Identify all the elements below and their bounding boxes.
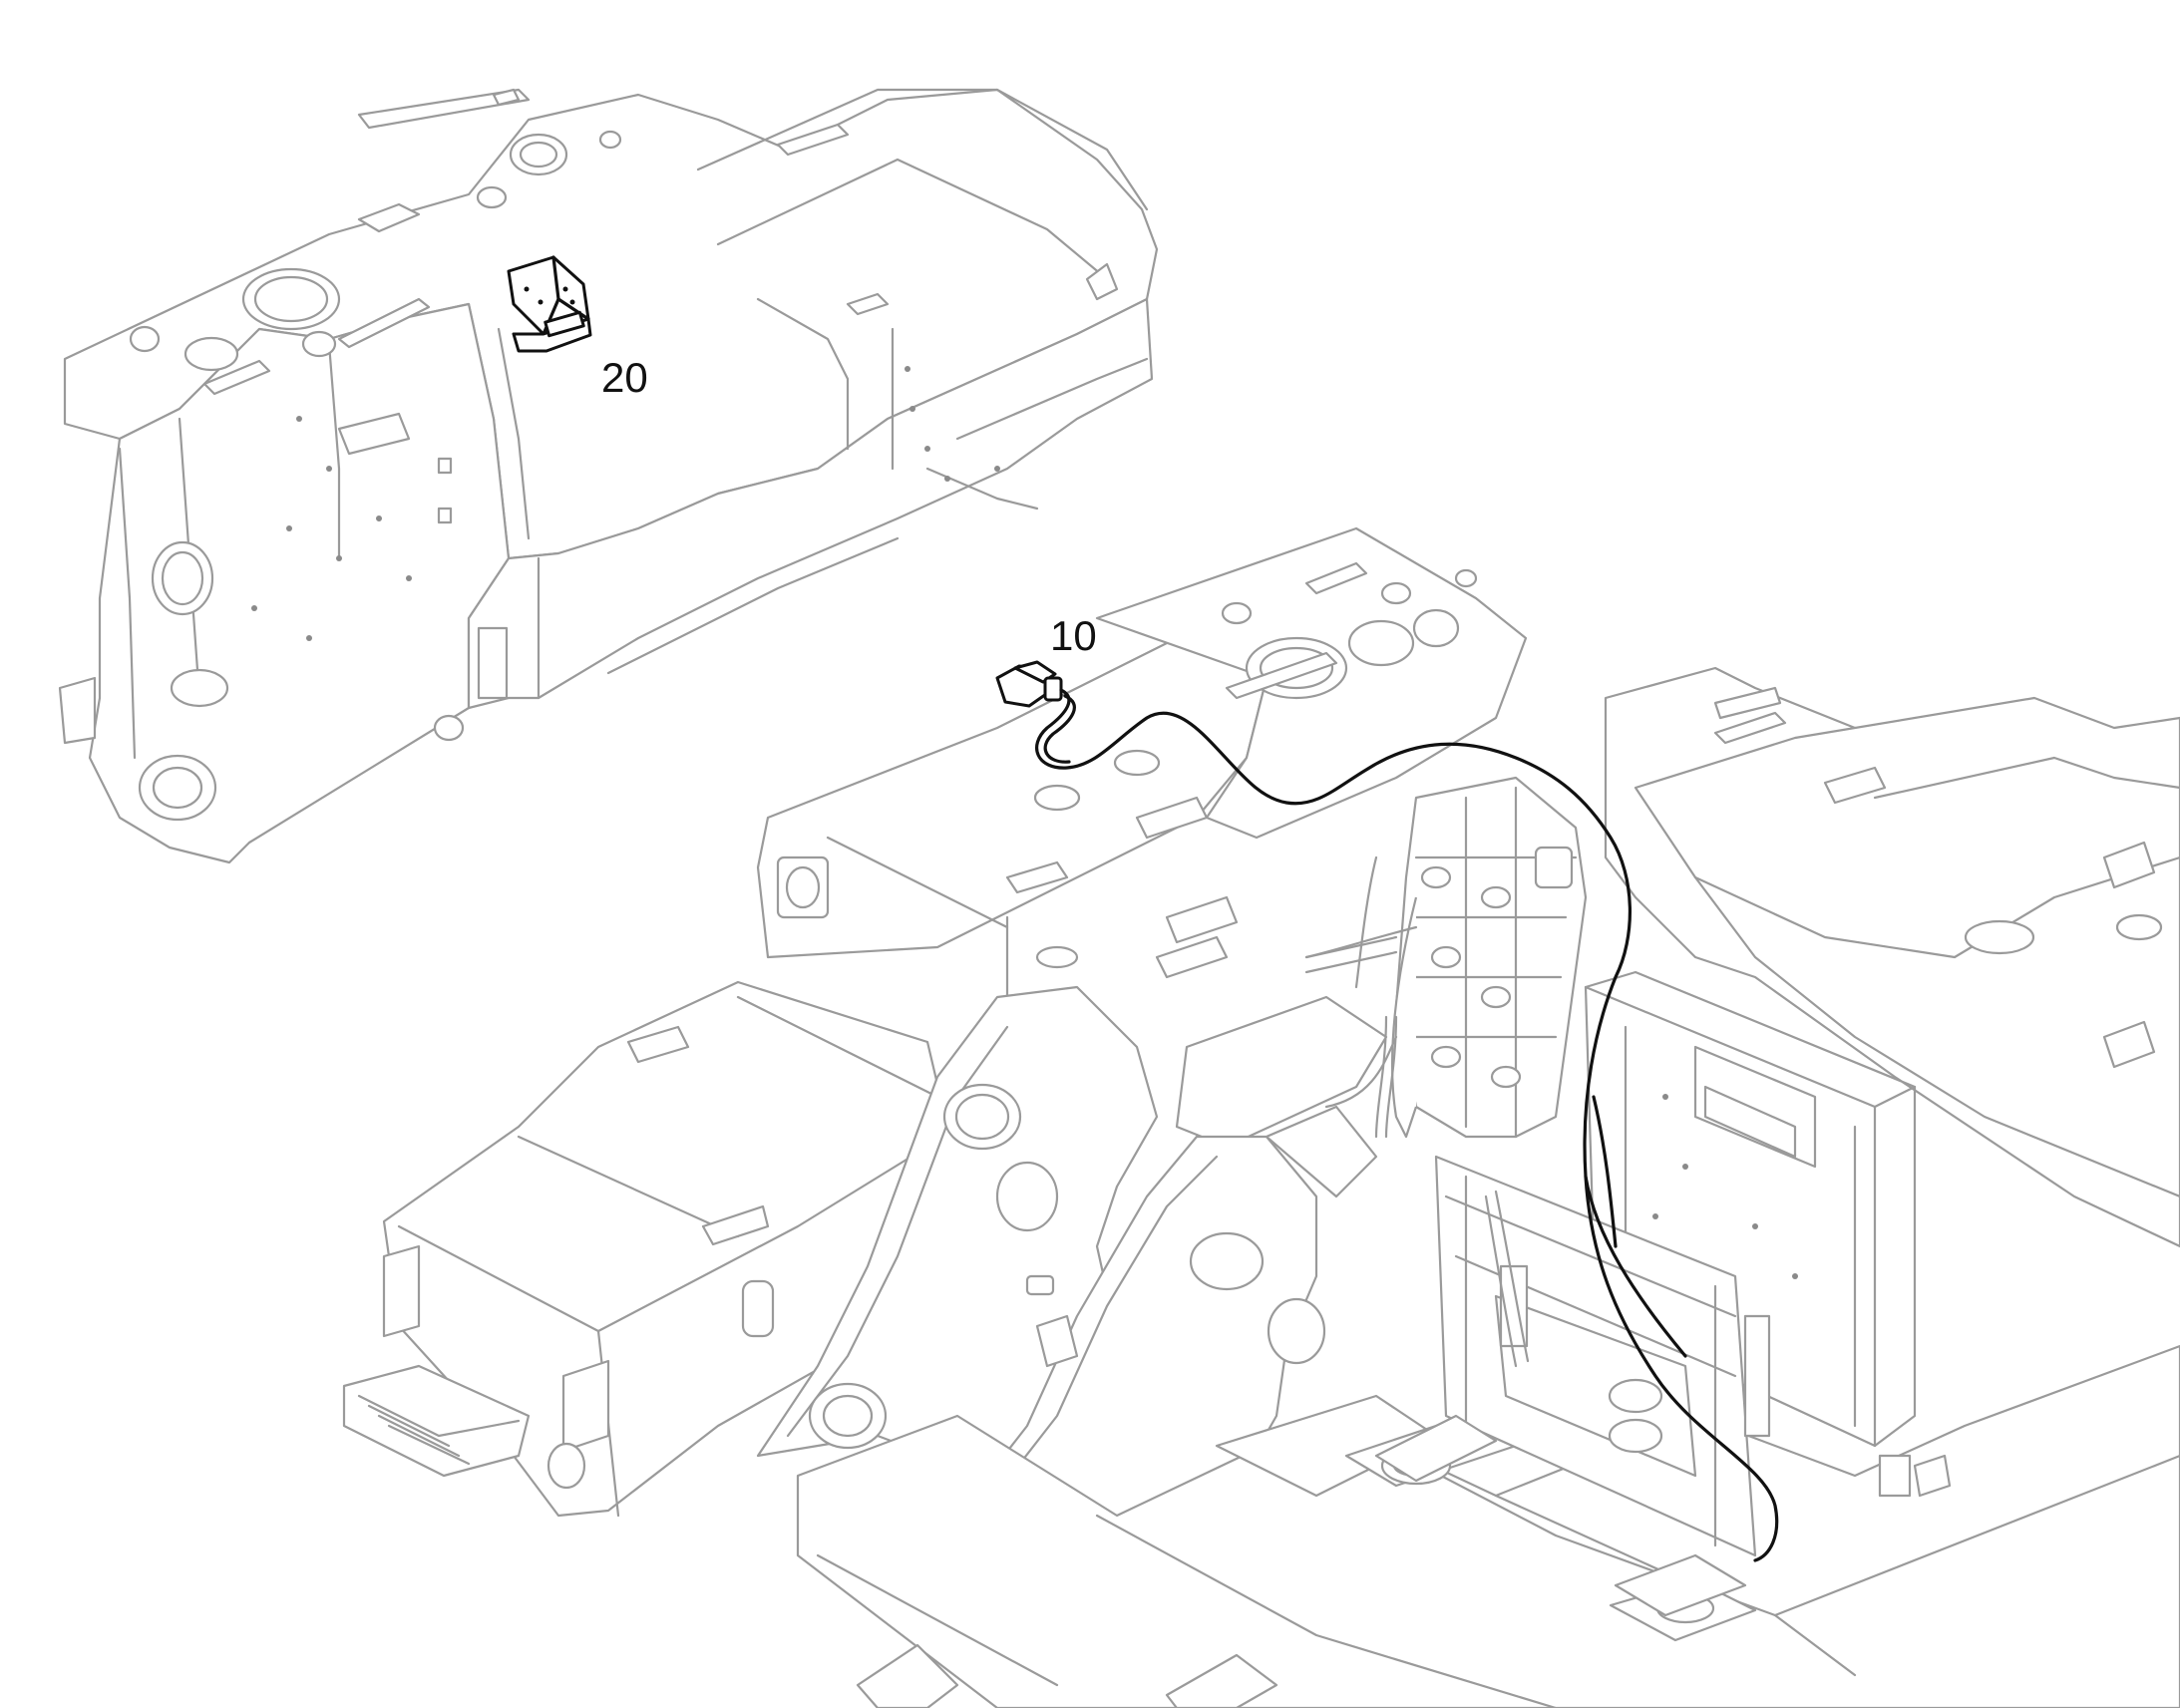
lower-frame-assembly (342, 526, 2180, 1708)
part-20-bracket (507, 255, 592, 353)
callout-label-10: 10 (1050, 612, 1097, 659)
callout-label-20: 20 (601, 354, 648, 401)
upper-tank-assembly (58, 88, 1159, 864)
part-10-sensor-harness (995, 660, 1779, 1562)
